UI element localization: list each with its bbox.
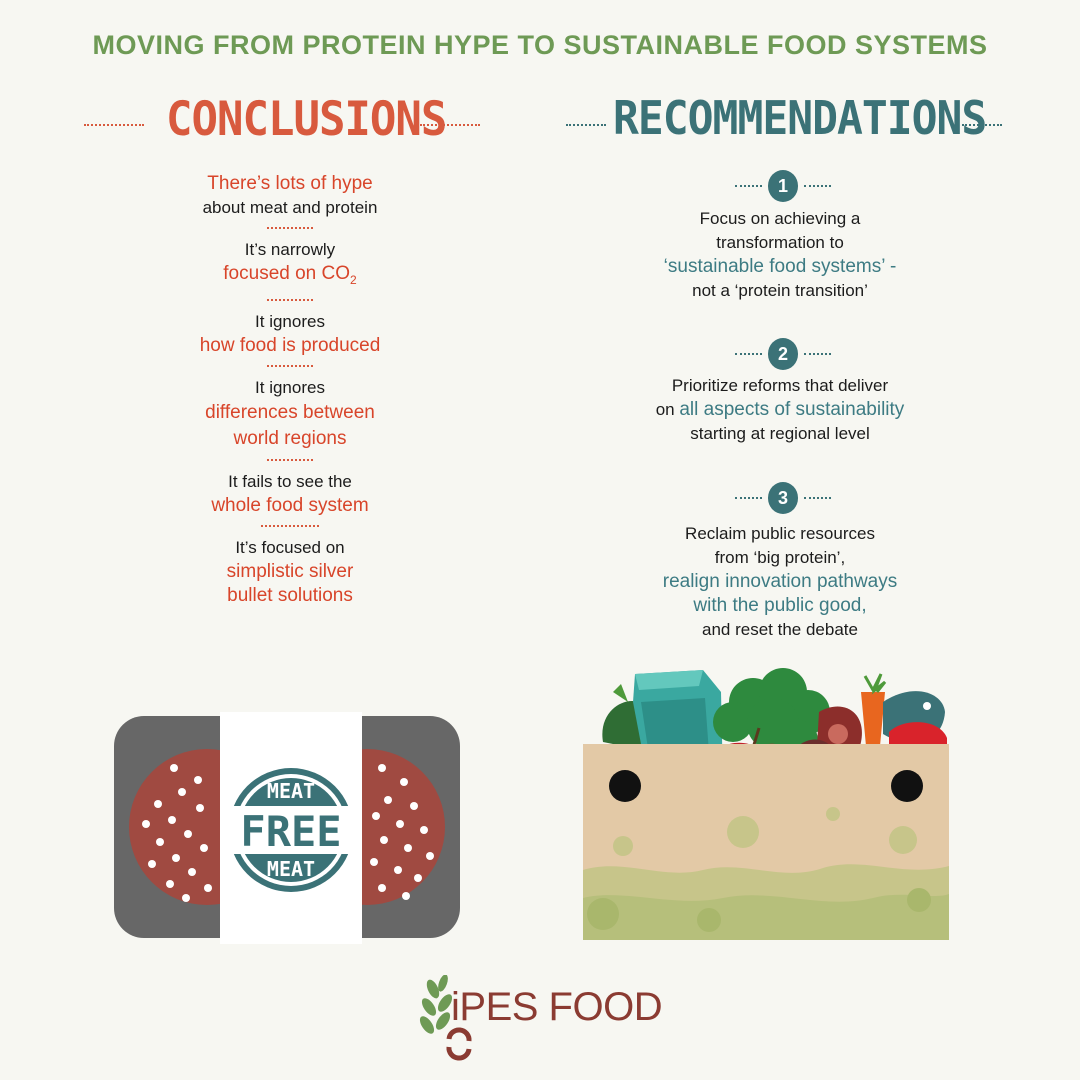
page-title: MOVING FROM PROTEIN HYPE TO SUSTAINABLE … (92, 30, 988, 60)
conclusion-accent: differences between (205, 401, 375, 423)
conclusions-heading: CONCLUSIONS (166, 91, 447, 148)
number-badge: 1 (767, 170, 799, 202)
conclusion-item: There’s lots of hype about meat and prot… (140, 172, 440, 220)
conclusion-accent: There’s lots of hype (207, 173, 373, 194)
conclusion-item: It’s focused on simplistic silver bullet… (140, 536, 440, 608)
conclusions-list: There’s lots of hype about meat and prot… (140, 172, 440, 608)
food-box-illustration (583, 668, 949, 940)
number-badge: 3 (767, 482, 799, 514)
recommendation-accent: with the public good, (693, 595, 867, 616)
dotted-separator (261, 524, 319, 527)
recommendation-item: Prioritize reforms that deliver on all a… (620, 374, 940, 446)
conclusion-text: It fails to see the (228, 471, 352, 491)
dotted-separator (267, 298, 313, 301)
conclusion-item: It ignores differences between world reg… (140, 376, 440, 452)
recommendation-number-1: 1 (735, 169, 832, 203)
box-handle-right (891, 770, 923, 802)
conclusion-text: It’s narrowly (244, 240, 336, 259)
fat-specks (142, 764, 434, 902)
dotted-separator (267, 364, 313, 367)
heading-dots-right (962, 124, 1002, 126)
number-badge: 2 (767, 338, 799, 370)
recommendation-text: transformation to (716, 233, 844, 252)
conclusion-accent: focused on CO2 (223, 263, 357, 287)
conclusion-text: It ignores (255, 311, 325, 331)
recommendation-text: not a ‘protein transition’ (692, 281, 868, 300)
conclusion-accent: whole food system (211, 494, 369, 516)
conclusion-item: It ignores how food is produced (140, 310, 440, 358)
recommendation-accent: ‘sustainable food systems’ - (663, 256, 897, 277)
recommendation-text: from ‘big protein’, (714, 548, 846, 567)
logo-text: iPES FOOD (451, 985, 663, 1029)
recommendation-text: Prioritize reforms that deliver (671, 376, 889, 395)
produce-box (583, 744, 949, 940)
conclusion-accent: how food is produced (199, 334, 381, 356)
heading-dots-right (566, 124, 606, 126)
recommendation-text: starting at regional level (690, 424, 870, 443)
seal-text-middle: FREE (240, 807, 341, 856)
ipes-food-logo: iPES FOOD (415, 975, 675, 1065)
conclusion-text: It ignores (255, 377, 325, 397)
recommendation-accent: realign innovation pathways (662, 571, 898, 592)
recommendation-text: Reclaim public resources (685, 524, 875, 543)
recommendation-number-2: 2 (735, 337, 832, 371)
carrot (861, 692, 885, 757)
meat-free-package-illustration: MEAT FREE MEAT (114, 712, 460, 944)
meat-free-seal: MEAT FREE MEAT (228, 768, 354, 892)
recommendation-text: and reset the debate (702, 620, 858, 639)
recommendation-item: Focus on achieving a transformation to ‘… (620, 207, 940, 303)
conclusion-accent: bullet solutions (227, 584, 353, 606)
seal-text-top: MEAT (267, 779, 315, 803)
recommendation-number-3: 3 (735, 481, 832, 515)
conclusion-item: It fails to see the whole food system (140, 470, 440, 518)
conclusion-text: about meat and protein (202, 198, 378, 217)
dotted-separator (267, 227, 313, 229)
seal-text-bottom: MEAT (267, 857, 315, 881)
conclusion-text: It’s focused on (235, 537, 345, 557)
conclusion-accent: simplistic silver (226, 560, 354, 582)
recommendation-accent-line: on all aspects of sustainability (655, 399, 905, 420)
recommendation-item: Reclaim public resources from ‘big prote… (620, 522, 940, 642)
wheat-icon (419, 975, 472, 1061)
recommendations-heading: RECOMMENDATIONS (613, 92, 987, 146)
heading-dots-left (420, 124, 480, 126)
conclusion-item: It’s narrowly focused on CO2 (140, 238, 440, 292)
recycle-arrows-icon (446, 1027, 472, 1061)
recommendation-text: Focus on achieving a (699, 209, 861, 228)
heading-dots-left (84, 124, 144, 126)
conclusion-accent: world regions (233, 427, 347, 449)
dotted-separator (267, 458, 313, 461)
box-handle-left (609, 770, 641, 802)
